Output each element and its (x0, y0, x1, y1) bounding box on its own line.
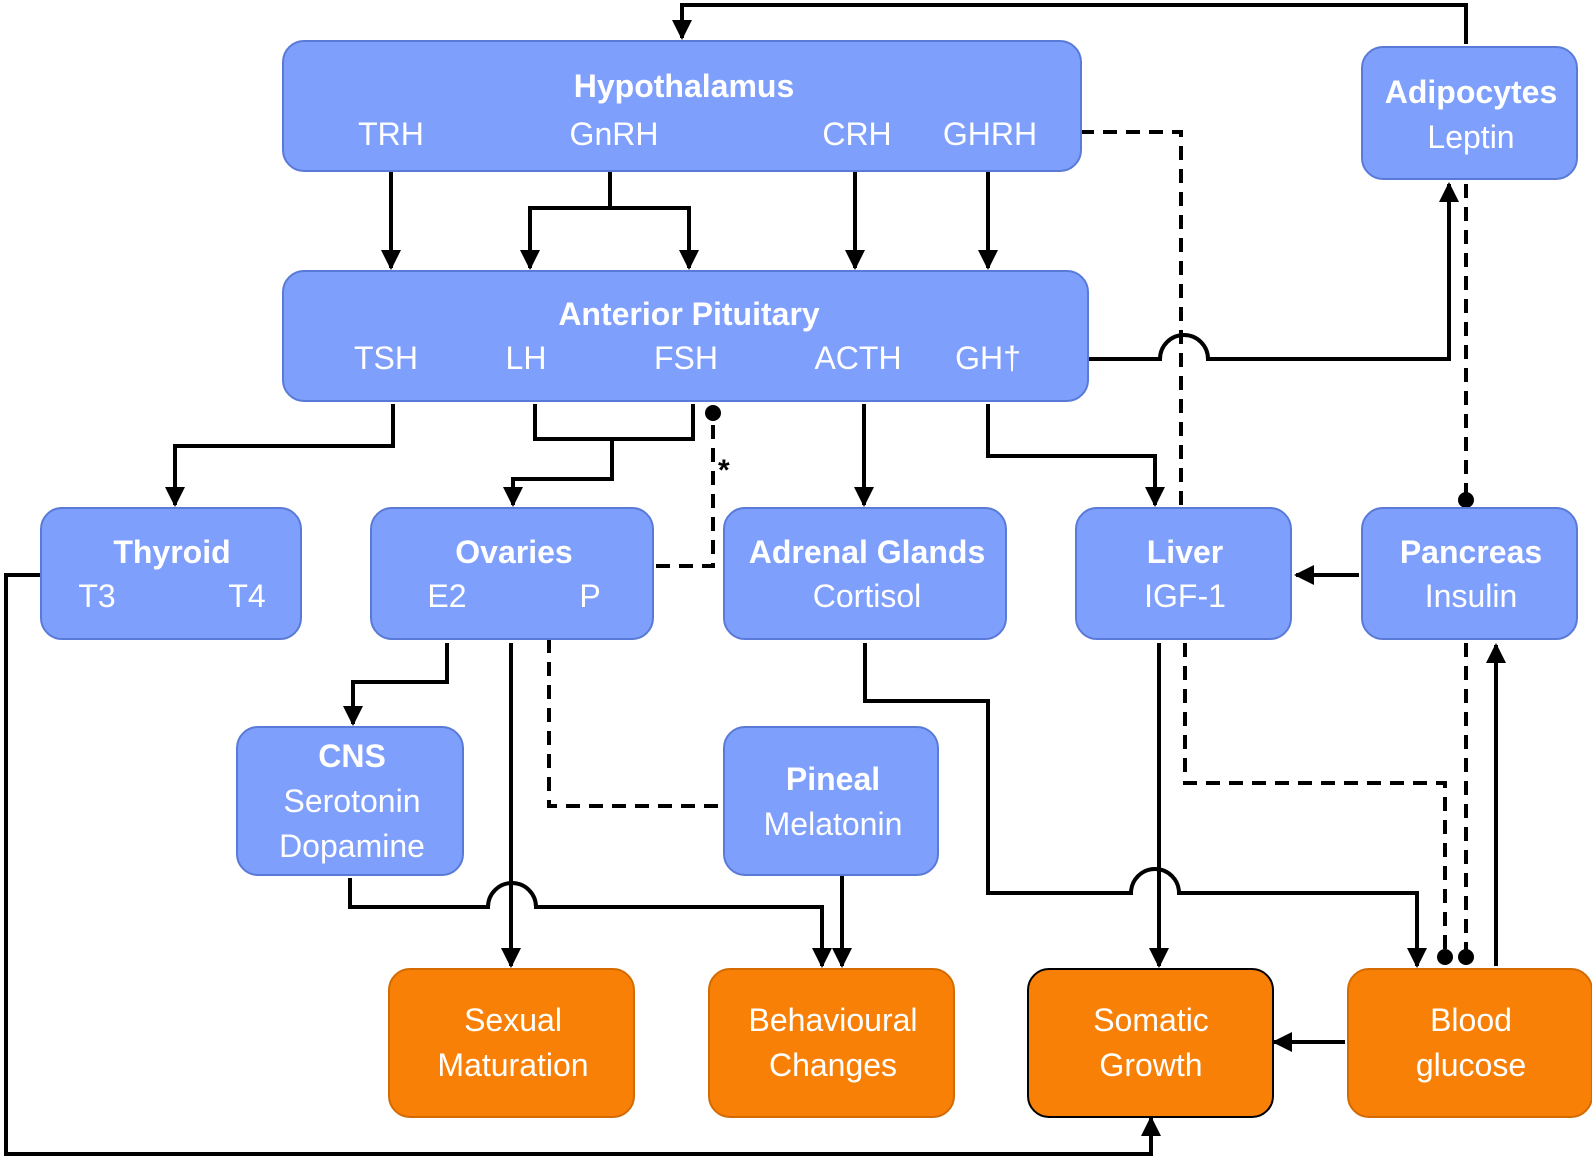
hormone-gnrh: GnRH (569, 116, 659, 152)
edge-gh-adipocytes (1022, 182, 1459, 361)
behavioural-changes-line2: Changes (768, 1047, 898, 1083)
hormone-gh: GH† (955, 340, 1021, 376)
hormone-acth: ACTH (814, 340, 902, 376)
adrenal-hormone: Cortisol (812, 578, 922, 614)
thyroid-box[interactable]: Thyroid T3 T4 (40, 507, 302, 640)
inhibit-dot-fsh (705, 405, 721, 421)
blood-glucose-line2: glucose (1415, 1047, 1527, 1083)
pituitary-title: Anterior Pituitary (558, 296, 820, 332)
edge-thyroid-somatic (4, 573, 1161, 1156)
edge-gnrh-lh (520, 172, 612, 270)
hormone-crh: CRH (822, 116, 892, 152)
inhibit-dot-glucose-a (1437, 949, 1453, 965)
edge-gh-liver (986, 404, 1165, 507)
edge-tsh-thyroid (165, 404, 395, 507)
hormone-lh: LH (505, 340, 547, 376)
hypothalamus-box[interactable]: Hypothalamus TRH GnRH CRH GHRH (282, 40, 1082, 172)
ovaries-box[interactable]: Ovaries E2 P (370, 507, 654, 640)
edge-cortisol-glucose (863, 643, 1427, 968)
hormone-t4: T4 (228, 578, 266, 614)
hormone-p: P (579, 578, 601, 614)
somatic-growth-line2: Growth (1099, 1047, 1203, 1083)
pineal-box[interactable]: Pineal Melatonin (723, 726, 939, 876)
pancreas-title: Pancreas (1399, 534, 1543, 570)
edge-lh-fsh-ovaries (513, 404, 695, 505)
edge-cns-behaviour (348, 878, 832, 968)
edge-e2-cns (343, 643, 449, 726)
hormone-tsh: TSH (354, 340, 418, 376)
hormone-t3: T3 (78, 578, 116, 614)
hormone-e2: E2 (427, 578, 467, 614)
inhibit-dot-insulin (1458, 492, 1474, 508)
adrenal-title: Adrenal Glands (748, 534, 986, 570)
edge-igf1-glucose (1183, 643, 1447, 950)
pineal-hormone: Melatonin (763, 806, 903, 842)
somatic-growth-box[interactable]: Somatic Growth (1027, 968, 1274, 1118)
asterisk-annotation: * (718, 454, 730, 487)
hormone-trh: TRH (358, 116, 424, 152)
hormone-fsh: FSH (654, 340, 718, 376)
liver-title: Liver (1146, 534, 1224, 570)
adipocytes-title: Adipocytes (1384, 74, 1558, 110)
adipocytes-hormone: Leptin (1427, 119, 1515, 155)
pineal-title: Pineal (785, 761, 881, 797)
edge-leptin-hypothalamus (672, 3, 1468, 44)
behavioural-changes-box[interactable]: Behavioural Changes (708, 968, 955, 1118)
blood-glucose-box[interactable]: Blood glucose (1347, 968, 1592, 1118)
cns-box[interactable]: CNS Serotonin Dopamine (236, 726, 464, 876)
hypothalamus-title: Hypothalamus (573, 68, 795, 104)
adipocytes-box[interactable]: Adipocytes Leptin (1361, 46, 1578, 180)
behavioural-changes-line1: Behavioural (748, 1002, 918, 1038)
liver-box[interactable]: Liver IGF-1 (1075, 507, 1292, 640)
sexual-maturation-box[interactable]: Sexual Maturation (388, 968, 635, 1118)
liver-hormone: IGF-1 (1144, 578, 1226, 614)
edge-ovaries-fsh (656, 413, 715, 568)
cns-serotonin: Serotonin (283, 783, 421, 819)
thyroid-title: Thyroid (113, 534, 231, 570)
ovaries-title: Ovaries (455, 534, 573, 570)
cns-title: CNS (318, 738, 386, 774)
hormone-ghrh: GHRH (942, 116, 1038, 152)
cns-dopamine: Dopamine (279, 828, 425, 864)
pancreas-hormone: Insulin (1424, 578, 1518, 614)
inhibit-dot-glucose-b (1458, 949, 1474, 965)
somatic-growth-line1: Somatic (1093, 1002, 1209, 1038)
edge-gnrh-fsh (610, 206, 699, 270)
adrenal-box[interactable]: Adrenal Glands Cortisol (723, 507, 1007, 640)
sexual-maturation-line2: Maturation (437, 1047, 589, 1083)
pituitary-box[interactable]: Anterior Pituitary TSH LH FSH ACTH GH† (282, 270, 1089, 402)
sexual-maturation-line1: Sexual (464, 1002, 562, 1038)
blood-glucose-line1: Blood (1430, 1002, 1512, 1038)
edge-igf1-ghrh (1051, 130, 1183, 505)
pancreas-box[interactable]: Pancreas Insulin (1361, 507, 1578, 640)
